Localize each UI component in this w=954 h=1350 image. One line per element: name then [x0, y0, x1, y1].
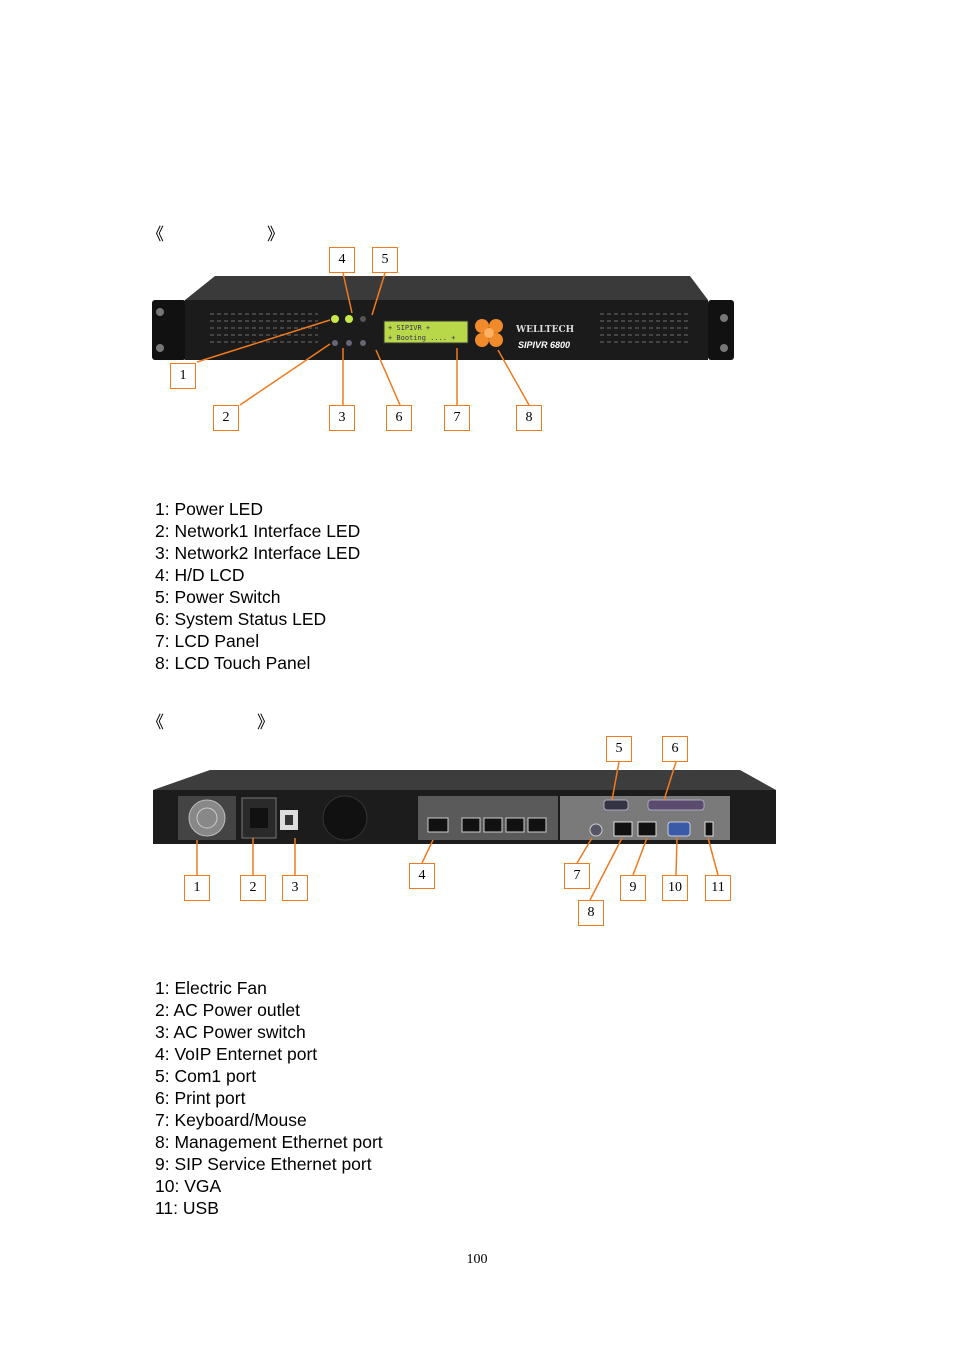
- front-rack-hole-left-top: [156, 308, 164, 316]
- front-legend-item: 2: Network1 Interface LED: [155, 521, 361, 541]
- fan-grill: [188, 799, 226, 837]
- front-legend-item: 6: System Status LED: [155, 609, 327, 629]
- device-model-label: SIPIVR 6800: [518, 340, 570, 350]
- rear-callout-11: 11: [705, 875, 731, 901]
- front-rack-hole-right-top: [720, 314, 728, 322]
- keyboard-mouse-port: [589, 823, 603, 837]
- rear-legend-item: 5: Com1 port: [155, 1066, 257, 1086]
- usb-port: [704, 821, 714, 837]
- management-ethernet-port: [613, 821, 633, 837]
- rear-callout-6: 6: [662, 736, 688, 762]
- voip-ethernet-port: [427, 817, 449, 833]
- front-callout-1: 1: [170, 363, 196, 389]
- rear-legend-item: 6: Print port: [155, 1088, 246, 1108]
- rear-legend-item: 4: VoIP Enternet port: [155, 1044, 318, 1064]
- title-close-bracket: 》: [267, 225, 284, 245]
- front-rack-hole-right-bottom: [720, 344, 728, 352]
- rear-callout-1: 1: [184, 875, 210, 901]
- rear-legend-item: 11: USB: [155, 1198, 219, 1218]
- front-callout-6: 6: [386, 405, 412, 431]
- rear-callout-10: 10: [662, 875, 688, 901]
- voip-port-group: [461, 817, 547, 833]
- front-callout-8: 8: [516, 405, 542, 431]
- rear-callout-7: 7: [564, 863, 590, 889]
- rear-legend-item: 3: AC Power switch: [155, 1022, 306, 1042]
- front-legend-item: 4: H/D LCD: [155, 565, 245, 585]
- front-callout-lines: [196, 272, 530, 406]
- rear-legend-item: 10: VGA: [155, 1176, 222, 1196]
- title-close-bracket: 》: [257, 713, 274, 733]
- status-led: [360, 340, 366, 346]
- front-callout-5: 5: [372, 247, 398, 273]
- front-chassis-top: [185, 276, 708, 300]
- page-number: 100: [466, 1252, 488, 1267]
- lcd-touch-panel: [475, 319, 503, 347]
- rear-legend: 1: Electric Fan 2: AC Power outlet 3: AC…: [155, 977, 383, 1219]
- com1-port: [603, 799, 629, 811]
- rear-callout-2: 2: [240, 875, 266, 901]
- rear-callout-8: 8: [578, 900, 604, 926]
- rear-callout-lines: [196, 761, 719, 901]
- sip-ethernet-port: [637, 821, 657, 837]
- rear-legend-item: 8: Management Ethernet port: [155, 1132, 383, 1152]
- front-legend-item: 7: LCD Panel: [155, 631, 260, 651]
- rear-fan-2: [322, 795, 368, 841]
- print-port: [647, 799, 705, 811]
- vga-port: [667, 821, 691, 837]
- front-vent-right: [600, 313, 690, 343]
- front-callout-7: 7: [444, 405, 470, 431]
- device-brand-logo: WELLTECH: [515, 325, 575, 335]
- front-legend-item: 8: LCD Touch Panel: [155, 653, 311, 673]
- title-open-bracket: 《: [147, 225, 164, 245]
- rear-callout-3: 3: [282, 875, 308, 901]
- rear-legend-item: 1: Electric Fan: [155, 978, 267, 998]
- lcd-line-1: + SIPIVR +: [388, 324, 430, 332]
- front-legend: 1: Power LED 2: Network1 Interface LED 3…: [155, 498, 360, 674]
- rear-callout-4: 4: [409, 863, 435, 889]
- front-legend-item: 1: Power LED: [155, 499, 263, 519]
- front-rack-hole-left-bottom: [156, 344, 164, 352]
- front-callout-4: 4: [329, 247, 355, 273]
- rear-callout-5: 5: [606, 736, 632, 762]
- front-callout-2: 2: [213, 405, 239, 431]
- front-vent-left: [210, 313, 318, 343]
- title-open-bracket: 《: [147, 713, 164, 733]
- lcd-line-2: + Booting .... +: [388, 334, 455, 342]
- power-led: [331, 315, 339, 323]
- lcd-panel: [383, 320, 469, 344]
- power-switch: [360, 316, 366, 322]
- front-callout-3: 3: [329, 405, 355, 431]
- rear-legend-item: 2: AC Power outlet: [155, 1000, 300, 1020]
- front-rack-ear-left: [152, 300, 186, 360]
- rear-legend-item: 7: Keyboard/Mouse: [155, 1110, 307, 1130]
- hd-led: [345, 315, 353, 323]
- front-legend-item: 3: Network2 Interface LED: [155, 543, 361, 563]
- rear-chassis-top: [153, 770, 776, 790]
- rear-legend-item: 9: SIP Service Ethernet port: [155, 1154, 372, 1174]
- network1-led: [332, 340, 338, 346]
- front-rack-ear-right: [708, 300, 734, 360]
- front-legend-item: 5: Power Switch: [155, 587, 281, 607]
- rear-callout-9: 9: [620, 875, 646, 901]
- network2-led: [346, 340, 352, 346]
